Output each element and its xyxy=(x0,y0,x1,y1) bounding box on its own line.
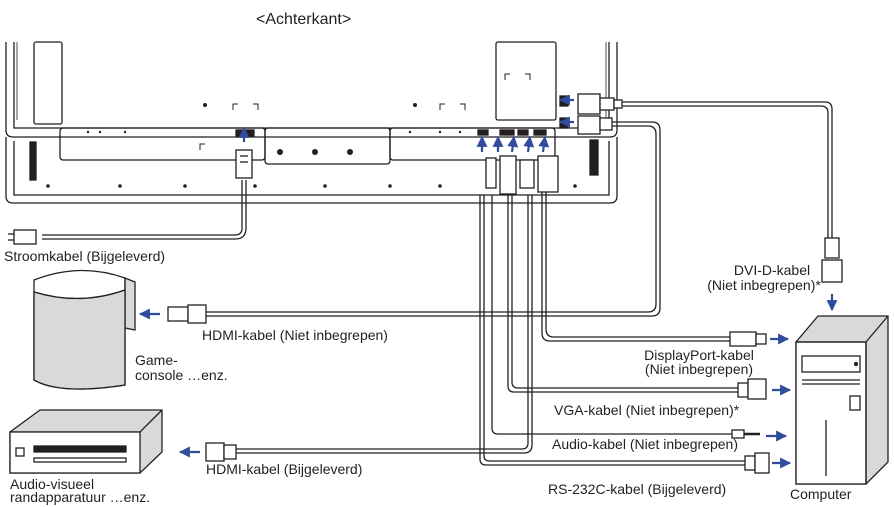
game-console-device xyxy=(33,269,136,390)
game-console-label-line1: Game- xyxy=(135,352,178,368)
av-device-label-line1: Audio-visueel xyxy=(10,476,95,492)
game-console-label-line2: console …enz. xyxy=(135,367,228,383)
connector-plugs xyxy=(8,93,843,474)
dvi-cable-label-line1: DVI-D-kabel xyxy=(733,262,811,278)
monitor-back xyxy=(5,41,618,204)
signal-arrows xyxy=(138,94,838,469)
computer-tower xyxy=(795,315,889,485)
av-device-label-line2: randapparatuur …enz. xyxy=(10,489,151,505)
av-device xyxy=(9,409,163,474)
rs232c-cable-label: RS-232C-kabel (Bijgeleverd) xyxy=(548,481,727,497)
dvi-cable-label-line2: (Niet inbegrepen)* xyxy=(707,277,821,293)
cable-wires xyxy=(42,101,833,466)
displayport-cable-label-line1: DisplayPort-kabel xyxy=(644,347,754,363)
displayport-cable-label-line2: (Niet inbegrepen) xyxy=(644,361,754,377)
vga-cable-label: VGA-kabel (Niet inbegrepen)* xyxy=(554,402,740,418)
hdmi-game-cable-label: HDMI-kabel (Niet inbegrepen) xyxy=(202,327,388,343)
diagram-title: <Achterkant> xyxy=(256,11,352,28)
computer-label: Computer xyxy=(790,486,852,502)
hdmi-av-cable-label: HDMI-kabel (Bijgeleverd) xyxy=(206,461,363,477)
power-cable-label: Stroomkabel (Bijgeleverd) xyxy=(4,248,166,264)
audio-cable-label: Audio-kabel (Niet inbegrepen) xyxy=(552,436,738,452)
